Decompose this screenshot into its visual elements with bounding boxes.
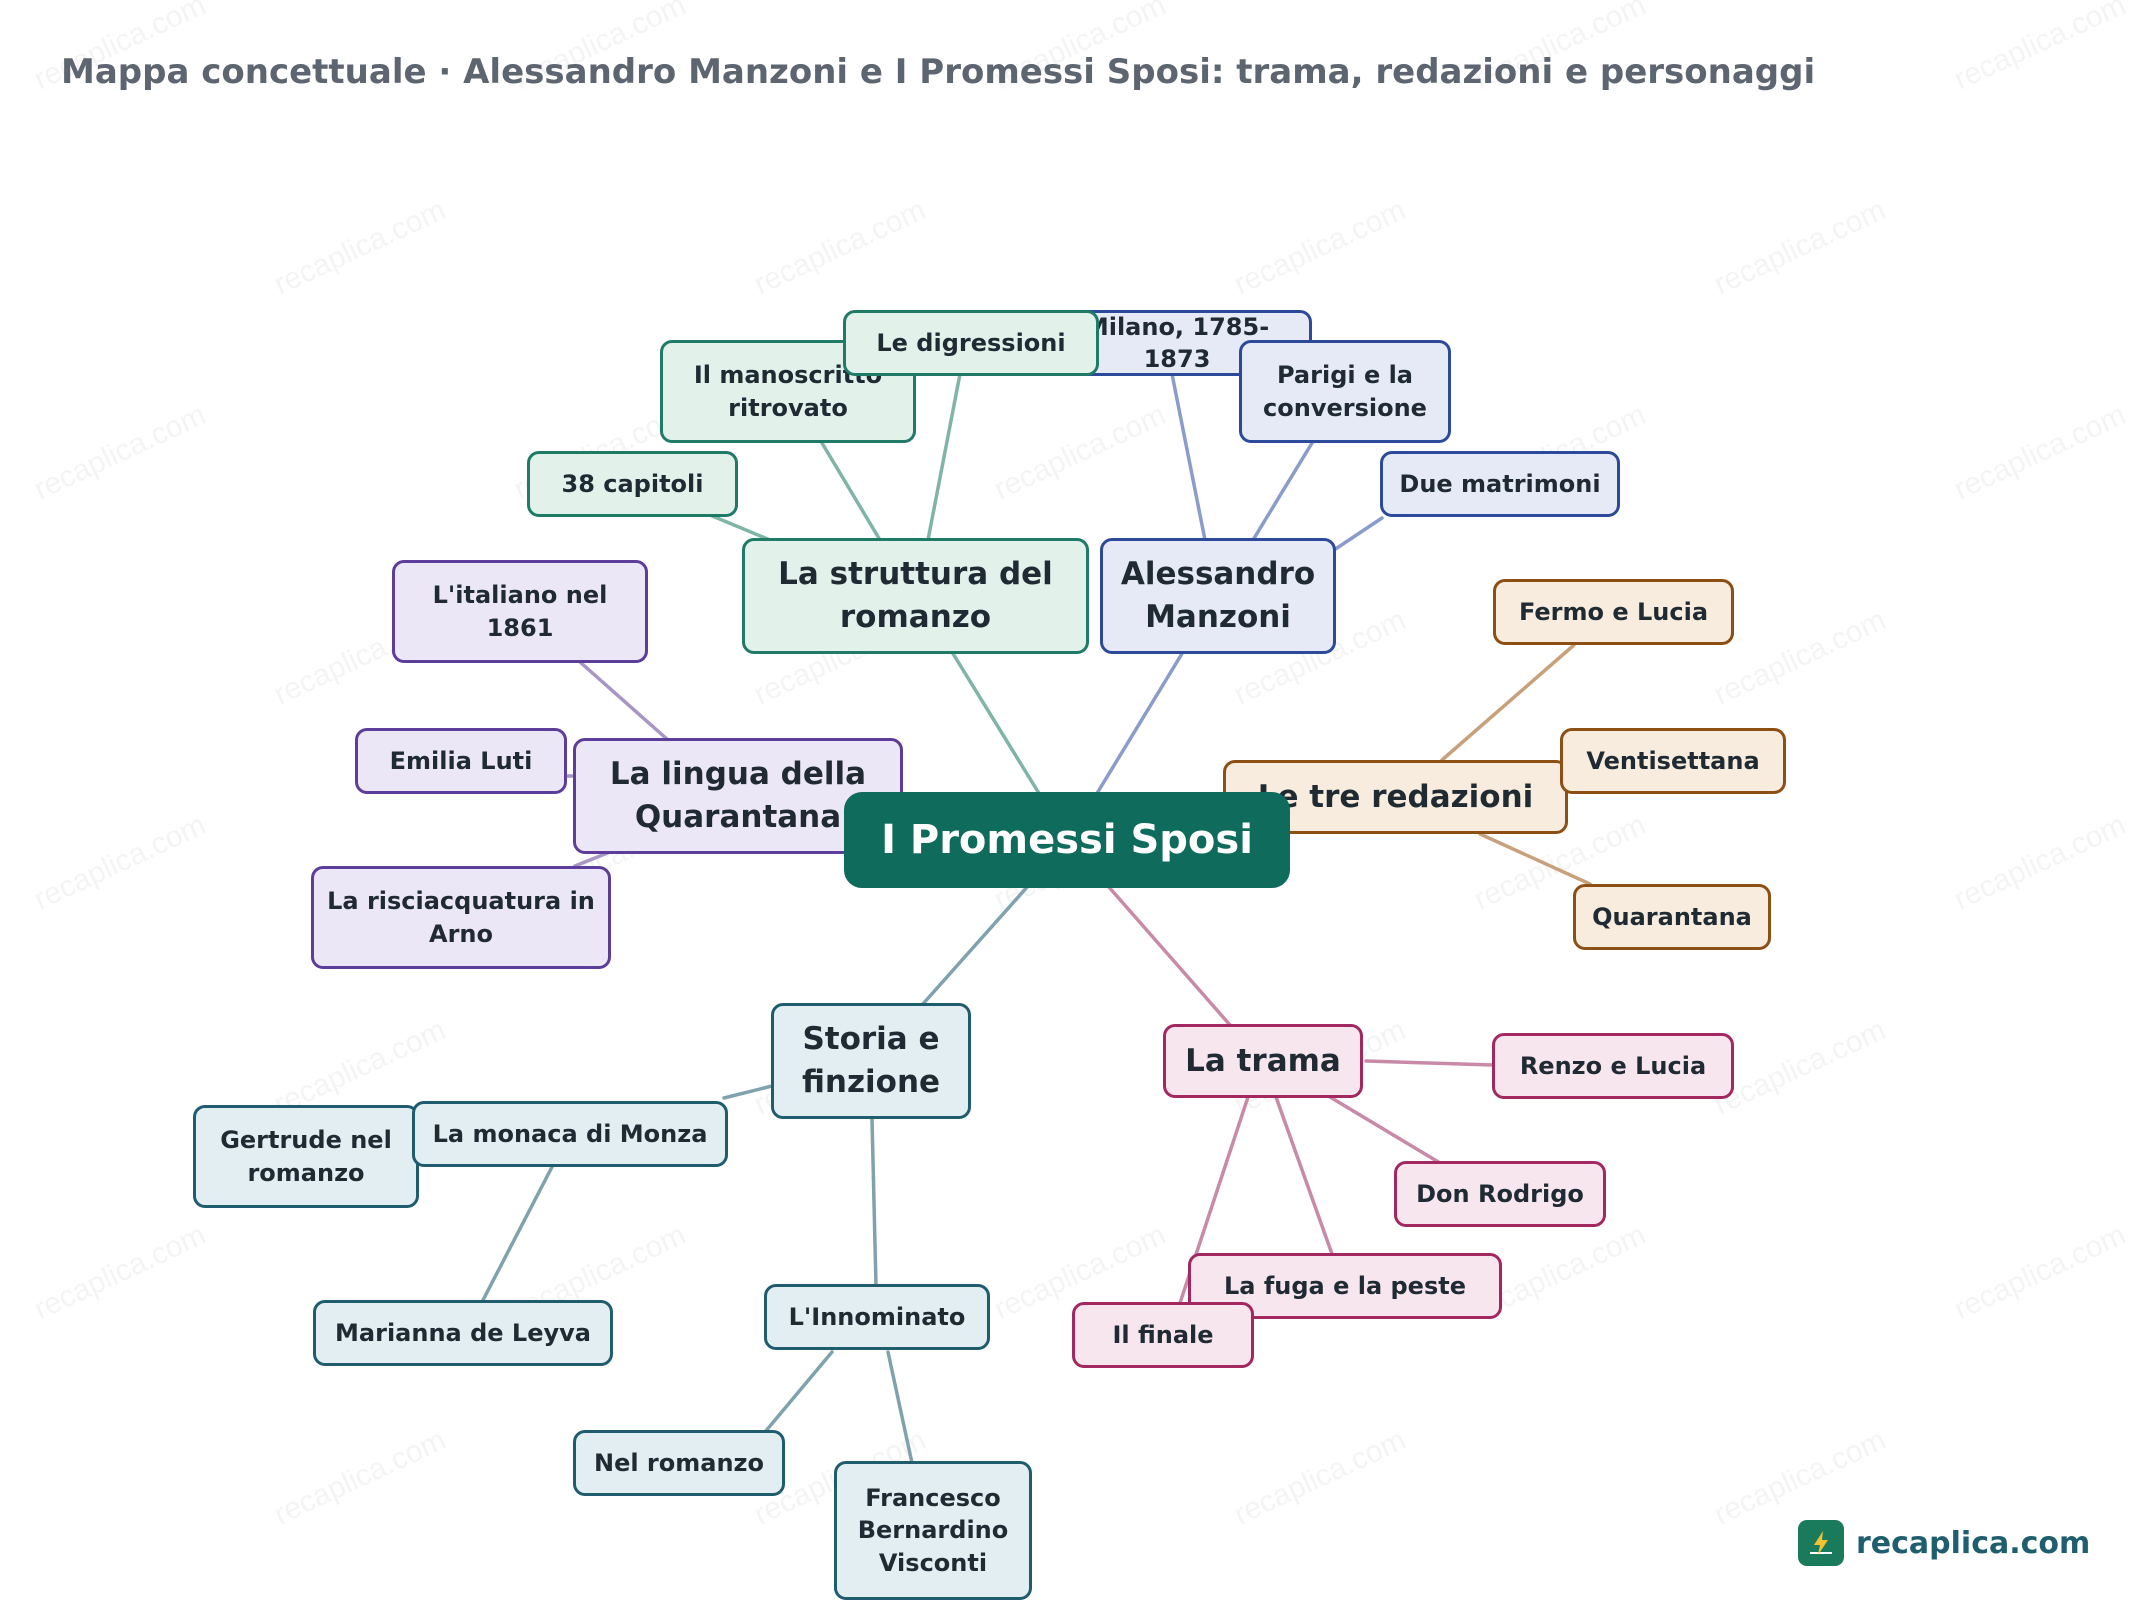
- edge-struttura-capitoli: [708, 513, 772, 542]
- node-italiano[interactable]: L'italiano nel 1861: [392, 560, 648, 663]
- node-finale[interactable]: Il finale: [1072, 1302, 1254, 1368]
- edge-redazioni-fermo: [1440, 643, 1576, 762]
- node-fuga[interactable]: La fuga e la peste: [1188, 1253, 1502, 1319]
- edge-manzoni-parigi: [1251, 441, 1314, 542]
- node-storia[interactable]: Storia e finzione: [771, 1003, 971, 1119]
- node-rodrigo[interactable]: Don Rodrigo: [1394, 1161, 1606, 1227]
- edge-struttura-manoscritto: [820, 441, 882, 542]
- edge-center-trama: [1106, 884, 1232, 1027]
- node-capitoli[interactable]: 38 capitoli: [527, 451, 738, 517]
- edge-trama-fuga: [1274, 1095, 1334, 1256]
- node-francesco[interactable]: Francesco Bernardino Visconti: [834, 1461, 1032, 1600]
- node-digressioni[interactable]: Le digressioni: [843, 310, 1099, 376]
- node-marianna[interactable]: Marianna de Leyva: [313, 1300, 613, 1366]
- edge-trama-renzo: [1364, 1059, 1495, 1067]
- node-monaca[interactable]: La monaca di Monza: [412, 1101, 728, 1167]
- node-renzo[interactable]: Renzo e Lucia: [1492, 1033, 1734, 1099]
- edge-storia-innominato: [870, 1117, 878, 1288]
- logo-text: recaplica.com: [1856, 1525, 2091, 1561]
- node-quarantana[interactable]: Quarantana: [1573, 884, 1771, 950]
- edge-center-manzoni: [1094, 650, 1185, 797]
- node-ventisettana[interactable]: Ventisettana: [1560, 728, 1786, 794]
- node-fermo[interactable]: Fermo e Lucia: [1493, 579, 1734, 645]
- node-risciacquatura[interactable]: La risciacquatura in Arno: [311, 866, 611, 969]
- node-gertrude[interactable]: Gertrude nel romanzo: [193, 1105, 419, 1208]
- node-innominato[interactable]: L'Innominato: [764, 1284, 990, 1350]
- page-title: Mappa concettuale · Alessandro Manzoni e…: [61, 52, 1816, 92]
- lightning-icon: [1798, 1520, 1844, 1566]
- node-center[interactable]: I Promessi Sposi: [844, 792, 1290, 888]
- edge-monaca-marianna: [480, 1165, 554, 1304]
- node-emilia[interactable]: Emilia Luti: [355, 728, 567, 794]
- edge-lingua-italiano: [578, 660, 670, 742]
- node-struttura[interactable]: La struttura del romanzo: [742, 538, 1089, 654]
- edge-trama-rodrigo: [1328, 1095, 1442, 1165]
- node-trama[interactable]: La trama: [1163, 1024, 1363, 1098]
- edge-center-storia: [920, 884, 1030, 1007]
- edge-innominato-francesco: [886, 1350, 914, 1465]
- edge-struttura-digressioni: [926, 372, 962, 542]
- edge-storia-monaca: [722, 1084, 774, 1100]
- node-manzoni[interactable]: Alessandro Manzoni: [1100, 538, 1336, 654]
- node-nelromanzo[interactable]: Nel romanzo: [573, 1430, 785, 1496]
- edge-manzoni-matrimoni: [1332, 516, 1384, 552]
- edge-innominato-nelromanzo: [763, 1350, 834, 1434]
- edge-manzoni-milano: [1170, 372, 1207, 542]
- edge-lingua-risciacquatura: [573, 850, 612, 868]
- node-matrimoni[interactable]: Due matrimoni: [1380, 451, 1620, 517]
- logo[interactable]: recaplica.com: [1798, 1520, 2090, 1566]
- edge-center-struttura: [950, 650, 1042, 797]
- node-parigi[interactable]: Parigi e la conversione: [1239, 340, 1451, 443]
- edge-redazioni-quarantana: [1478, 832, 1592, 886]
